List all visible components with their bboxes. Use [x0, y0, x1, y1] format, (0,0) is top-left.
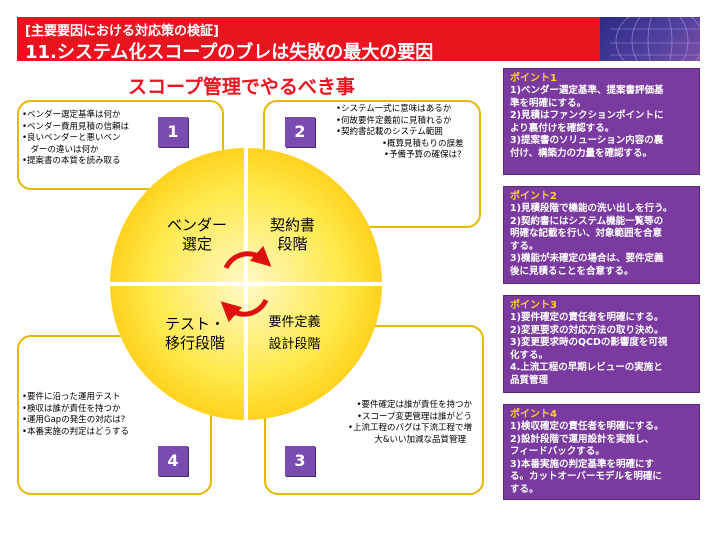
- scope-cycle-circle: [110, 148, 382, 420]
- label-line: 要件定義: [268, 315, 321, 330]
- point-line: する。: [510, 483, 539, 495]
- notes-contract: •システム一式に意味はあるか •何故要件定義前に見積れるか •契約書記載のシステ…: [336, 104, 464, 162]
- point-title: ポイント4: [510, 409, 557, 420]
- note-item: •予備予算の確保は?: [384, 150, 462, 160]
- point-line: フィードバックする。: [510, 446, 605, 457]
- note-item: ダーの違いは何か: [22, 144, 99, 155]
- point-line: する。: [510, 240, 539, 252]
- point-box-4: ポイント4 1)検収確定の責任者を明確にする。 2)設計段階で運用設計を実施し、…: [503, 404, 700, 500]
- label-line: 選定: [181, 235, 212, 253]
- note-item: •ベンダー費用見積の信頼は: [22, 121, 130, 132]
- point-line: 2)契約書にはシステム機能一覧等の: [510, 215, 664, 227]
- note-item: 大&いい加減な品質管理: [374, 434, 467, 445]
- quadrant-label-requirements: 要件定義 設計段階: [252, 312, 337, 356]
- cycle-arrow-icon: [223, 245, 272, 270]
- point-box-1: ポイント1 1)ベンダー選定基準、提案書評価基 準を明確にする。 2)見積はファ…: [503, 68, 700, 175]
- point-line: 化する。: [510, 349, 549, 361]
- cycle-arrow-icon: [220, 298, 269, 323]
- point-line: 品質管理: [510, 374, 549, 386]
- point-line: 付け、構築力の力量を確認する。: [510, 147, 653, 159]
- note-item: •ベンダー選定基準は何か: [22, 110, 121, 120]
- header-subtitle: [主要要因における対応策の検証]: [25, 24, 219, 39]
- note-item: •本番実施の判定はどうする: [22, 426, 130, 437]
- label-line: 設計段階: [268, 337, 321, 352]
- header-banner: [主要要因における対応策の検証] 11.システム化スコープのブレは失敗の最大の要…: [17, 17, 700, 61]
- header-title: 11.システム化スコープのブレは失敗の最大の要因: [25, 42, 434, 61]
- note-item: •要件に沿った運用テスト: [22, 392, 121, 402]
- point-line: 4.上流工程の早期レビューの実施と: [510, 362, 663, 373]
- label-line: 契約書: [269, 216, 315, 234]
- point-line: 1)見積段階で機能の洗い出しを行う。: [510, 203, 673, 214]
- quadrant-label-test: テスト・ 移行段階: [150, 315, 240, 353]
- point-line: 3)機能が未確定の場合は、要件定義: [510, 253, 664, 264]
- point-line: より裏付けを確認する。: [510, 122, 615, 134]
- point-line: 1)検収確定の責任者を明確にする。: [510, 421, 664, 432]
- point-title: ポイント3: [510, 300, 557, 311]
- note-item: •スコープ変更管理は誰がどう: [357, 411, 473, 422]
- point-line: 3)本番実施の判定基準を明確にす: [510, 458, 655, 470]
- point-box-3: ポイント3 1)要件確定の責任者を明確にする。 2)変更要求の対応方法の取り決め…: [503, 295, 700, 393]
- point-line: 3)変更要求時のQCDの影響度を可視: [510, 337, 668, 348]
- note-item: •要件確定は誰が責任を持つか: [356, 400, 473, 410]
- number-badge-1: 1: [158, 117, 188, 147]
- point-line: 1)要件確定の責任者を明確にする。: [510, 312, 664, 323]
- notes-test-migration: •要件に沿った運用テスト •検収は誰が責任を持つか •運用Gapの発生の対応は?…: [22, 392, 129, 438]
- point-title: ポイント1: [510, 73, 557, 84]
- point-line: 1)ベンダー選定基準、提案書評価基: [510, 85, 664, 96]
- number-badge-3: 3: [285, 446, 315, 476]
- note-item: •運用Gapの発生の対応は?: [22, 415, 126, 425]
- point-line: 準を明確にする。: [510, 97, 587, 109]
- label-line: 段階: [277, 235, 308, 253]
- note-item: •契約書記載のシステム範囲: [336, 127, 443, 137]
- point-title: ポイント2: [510, 191, 557, 202]
- point-box-2: ポイント2 1)見積段階で機能の洗い出しを行う。 2)契約書にはシステム機能一覧…: [503, 186, 700, 284]
- label-line: 移行段階: [164, 334, 225, 352]
- number-badge-4: 4: [158, 446, 188, 476]
- note-item: •提案書の本質を読み取る: [22, 156, 121, 166]
- quadrant-label-contract: 契約書 段階: [250, 216, 335, 254]
- notes-vendor-selection: •ベンダー選定基準は何か •ベンダー費用見積の信頼は •良いベンダーと悪いベン …: [22, 110, 129, 168]
- note-item: •検収は誰が責任を持つか: [22, 403, 121, 414]
- point-line: 3)提案書のソリューション内容の裏: [510, 135, 664, 146]
- note-item: •何故要件定義前に見積れるか: [336, 115, 452, 126]
- diagram-title: スコープ管理でやるべき事: [128, 76, 355, 98]
- point-line: 後に見積ることを合意する。: [510, 265, 634, 277]
- point-line: 明確な記載を行い、対象範囲を合意: [510, 228, 663, 239]
- point-line: 2)変更要求の対応方法の取り決め。: [510, 324, 664, 336]
- label-line: テスト・: [164, 315, 225, 333]
- point-line: 2)設計段階で運用設計を実施し、: [510, 433, 654, 445]
- quadrant-label-vendor: ベンダー 選定: [152, 216, 242, 254]
- note-item: •概算見積もりの誤差: [382, 138, 464, 149]
- point-line: る。カットオーバーモデルを明確に: [510, 471, 662, 482]
- note-item: •システム一式に意味はあるか: [336, 104, 452, 114]
- note-item: •良いベンダーと悪いベン: [22, 133, 121, 143]
- note-item: •上流工程のバグは下流工程で増: [348, 423, 473, 433]
- point-line: 2)見積はファンクションポイントに: [510, 110, 664, 121]
- notes-requirements: •要件確定は誰が責任を持つか •スコープ変更管理は誰がどう •上流工程のバグは下…: [348, 400, 472, 446]
- number-badge-2: 2: [285, 117, 315, 147]
- globe-graphic: [600, 17, 700, 61]
- label-line: ベンダー: [166, 216, 227, 234]
